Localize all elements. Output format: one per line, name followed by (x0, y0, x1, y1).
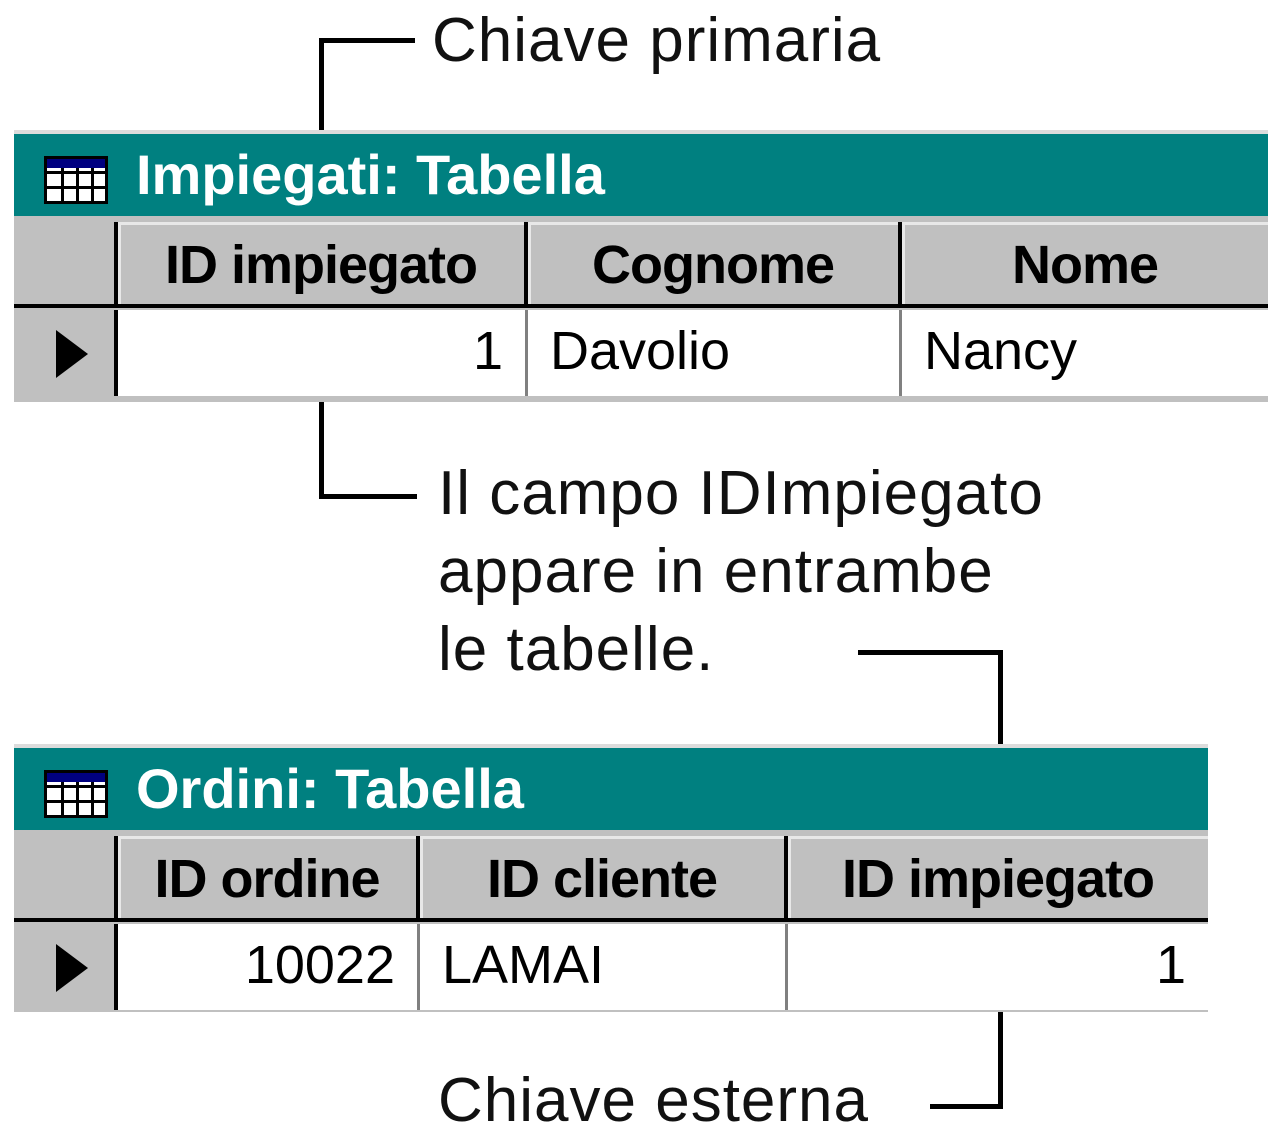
shared-field-label: Il campo IDImpiegato appare in entrambe … (438, 455, 1044, 689)
primary-key-label: Chiave primaria (432, 6, 882, 75)
column-header-id-impiegato[interactable]: ID impiegato (788, 836, 1208, 922)
shared-field-connector-horizontal (319, 494, 417, 499)
employees-title: Impiegati: Tabella (136, 143, 605, 206)
column-header-id-impiegato[interactable]: ID impiegato (118, 222, 528, 308)
record-selector[interactable] (14, 310, 118, 396)
foreign-key-connector-horizontal (930, 1104, 1003, 1109)
primary-key-connector-horizontal (319, 38, 415, 43)
record-pointer-icon (56, 330, 88, 378)
table-icon (44, 156, 108, 204)
record-selector[interactable] (14, 924, 118, 1010)
cell-id-ordine[interactable]: 10022 (118, 924, 420, 1010)
table-icon (44, 770, 108, 818)
orders-connector-horizontal (858, 650, 1002, 655)
employees-title-bar[interactable]: Impiegati: Tabella (14, 130, 1268, 216)
foreign-key-label: Chiave esterna (438, 1066, 870, 1135)
column-header-nome[interactable]: Nome (902, 222, 1268, 308)
shared-field-label-line-2: appare in entrambe (438, 537, 994, 606)
shared-field-label-line-1: Il campo IDImpiegato (438, 459, 1044, 528)
header-selector[interactable] (14, 222, 118, 308)
table-row: 1 Davolio Nancy (14, 310, 1268, 396)
employees-header-row: ID impiegato Cognome Nome (14, 222, 1268, 308)
column-header-cognome[interactable]: Cognome (528, 222, 902, 308)
orders-title-bar[interactable]: Ordini: Tabella (14, 744, 1208, 830)
cell-id-impiegato[interactable]: 1 (788, 924, 1208, 1010)
cell-id-cliente[interactable]: LAMAI (420, 924, 788, 1010)
orders-header-row: ID ordine ID cliente ID impiegato (14, 836, 1208, 922)
cell-id-impiegato[interactable]: 1 (118, 310, 528, 396)
cell-nome[interactable]: Nancy (902, 310, 1268, 396)
column-header-id-cliente[interactable]: ID cliente (420, 836, 788, 922)
column-header-id-ordine[interactable]: ID ordine (118, 836, 420, 922)
header-selector[interactable] (14, 836, 118, 922)
orders-table-window[interactable]: Ordini: Tabella ID ordine ID cliente ID … (14, 744, 1208, 1012)
employees-table-window[interactable]: Impiegati: Tabella ID impiegato Cognome … (14, 130, 1268, 402)
orders-title: Ordini: Tabella (136, 757, 524, 820)
shared-field-connector-vertical (319, 320, 324, 498)
record-pointer-icon (56, 944, 88, 992)
foreign-key-connector-vertical (998, 938, 1003, 1108)
table-row: 10022 LAMAI 1 (14, 924, 1208, 1010)
cell-cognome[interactable]: Davolio (528, 310, 902, 396)
shared-field-label-line-3: le tabelle. (438, 615, 715, 684)
